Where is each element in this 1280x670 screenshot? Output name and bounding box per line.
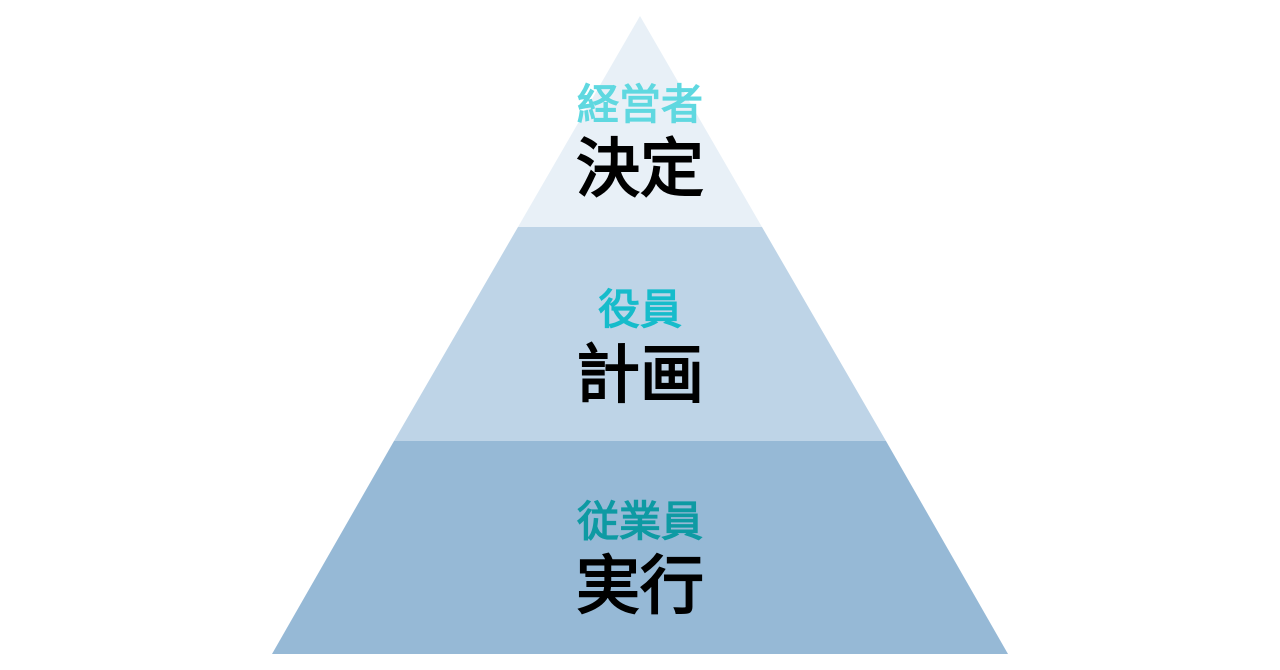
tier-bottom-action-label: 実行 (576, 550, 704, 624)
tier-top-action-label: 決定 (576, 133, 704, 207)
pyramid-tier-middle (394, 227, 886, 441)
tier-bottom-role-label: 従業員 (576, 497, 703, 546)
pyramid-tier-bottom (272, 441, 1008, 654)
pyramid-tier-top (518, 16, 762, 227)
tier-middle-role-label: 役員 (597, 285, 682, 334)
tier-top-role-label: 経営者 (576, 80, 703, 129)
tier-middle-action-label: 計画 (576, 339, 704, 413)
